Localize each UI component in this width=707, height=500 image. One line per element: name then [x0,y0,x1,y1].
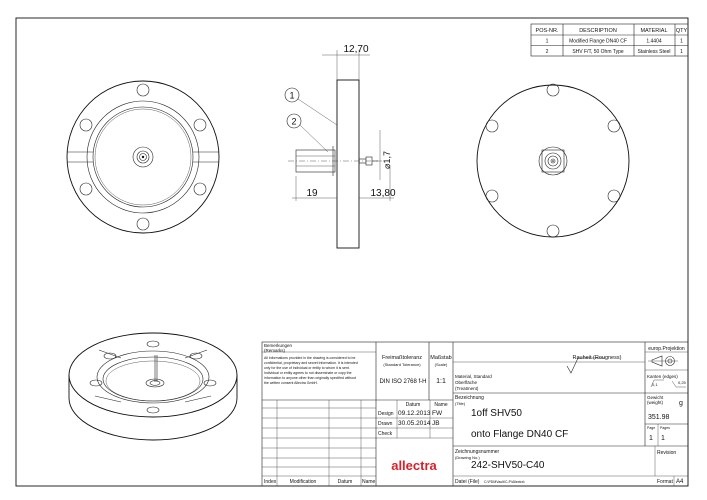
remarks-subtitle: (Remarks) [264,348,286,353]
pages-label: Pages [660,426,670,430]
parts-row1-material: 1.4404 [646,39,662,45]
modification-label: Modification [290,479,317,485]
name-label: Name [362,479,376,485]
parts-row1-pos: 1 [546,39,549,45]
flange-side-view: 12,70 ⌀1,7 19 13,80 1 2 [284,44,396,249]
weight-unit: g [679,400,683,407]
format-label: Format [657,479,673,485]
drawing-no-sub: (Drawing No.) [455,455,480,460]
company-logo: allectra [391,458,437,473]
remarks-line-2: confidential, proprietary and secret inf… [264,361,358,365]
material-label-3: (Treatment) [455,386,479,391]
pages-value: 1 [661,435,665,442]
parts-row2-material: Stainless Steel [637,49,670,55]
projection-symbol [648,355,678,367]
file-label: Datei (File) [455,479,480,485]
date-header: Datum [406,402,421,408]
parts-list: POS-NR. DESCRIPTION MATERIAL QTY 1 Modif… [530,23,689,57]
remarks-line-5: information to anyone other than origina… [264,376,356,380]
tolerance-label: Freimaßtoleranz [382,355,422,361]
flange-isometric-view [68,332,238,441]
material-label-1: Material, Standard [455,374,492,379]
check-label: Check [378,431,393,437]
scale-label: Maßstab [430,355,451,361]
designation-sub: (Title) [455,401,466,406]
remarks-line-1: All informations provided in the drawing… [264,356,355,360]
remarks-line-4: Individual or entity agrees to not disse… [264,371,352,375]
title-line-2: onto Flange DN40 CF [471,429,568,440]
name-header: Name [434,402,448,408]
parts-row2-pos: 2 [546,49,549,55]
callout-1-label: 1 [289,91,294,101]
callout-2-label: 2 [291,117,296,127]
parts-header-qty: QTY [676,28,688,34]
dim-top-width: 12,70 [343,44,368,55]
scale-sub: (Scale) [435,362,448,367]
flange-rear-view [476,83,630,238]
drawing-no-label: Zeichnungsnummer [455,449,500,455]
page-label: Page [647,426,655,430]
drawn-date: 30.05.2014 [398,420,431,427]
parts-row1-desc: Modified Flange DN40 CF [569,39,627,45]
format-value: A4 [676,479,684,485]
remarks-line-6: the written consent Allectra GmbH. [264,381,318,385]
design-date: 09.12.2013 [398,410,431,417]
edge-right: 0,25 [678,380,687,385]
callout-2 [286,113,302,129]
design-label: Design [378,411,394,417]
callout-1 [284,87,300,103]
dim-diameter: ⌀1,7 [382,151,392,169]
drawn-label: Drawn [378,421,393,427]
scale-value: 1:1 [436,378,446,385]
index-label: Index [264,479,277,485]
roughness-symbol [566,357,605,374]
page-value: 1 [649,435,653,442]
weight-value: 351.98 [648,414,670,421]
weight-label: Gewicht [647,395,664,400]
dim-left-length: 19 [306,188,318,199]
parts-row2-qty: 1 [680,49,683,55]
parts-row2-desc: SHV F/T, 50 Ohm Type [572,49,624,55]
revision-label: Revision [657,450,676,456]
parts-header-desc: DESCRIPTION [579,28,617,34]
title-line-1: 1off SHV50 [471,408,522,419]
datum-label: Datum [338,479,353,485]
drawing-number: 242-SHV50-C40 [471,460,545,471]
remarks-title: Bemerkungen [264,343,293,348]
parts-header-material: MATERIAL [640,28,667,34]
material-label-2: Oberfläche [455,380,478,385]
parts-header-pos: POS-NR. [536,28,559,34]
drawn-name: JB [432,420,440,427]
file-path: C:\PDMVault\C-P\Allectra\ [484,480,525,484]
designation-label: Bezeichnung [455,395,484,401]
edge-left: 0,1 [652,382,658,387]
dim-right-length: 13,80 [370,188,395,199]
edges-label: Kanten (edges) [647,374,678,379]
parts-row1-qty: 1 [680,39,683,45]
weight-sub: (weight) [647,400,664,405]
tolerance-value: DIN ISO 2768 f-H [379,379,426,385]
projection-label: europ.Projektion [648,346,685,352]
tolerance-sub: (Standard Tolerance) [383,362,421,367]
remarks-line-3: only for the use of individual or entity… [264,366,350,370]
design-name: FW [432,410,443,417]
sheet-border [15,17,689,487]
flange-front-view [66,80,220,234]
title-block: Bemerkungen (Remarks) All informations p… [261,341,689,487]
